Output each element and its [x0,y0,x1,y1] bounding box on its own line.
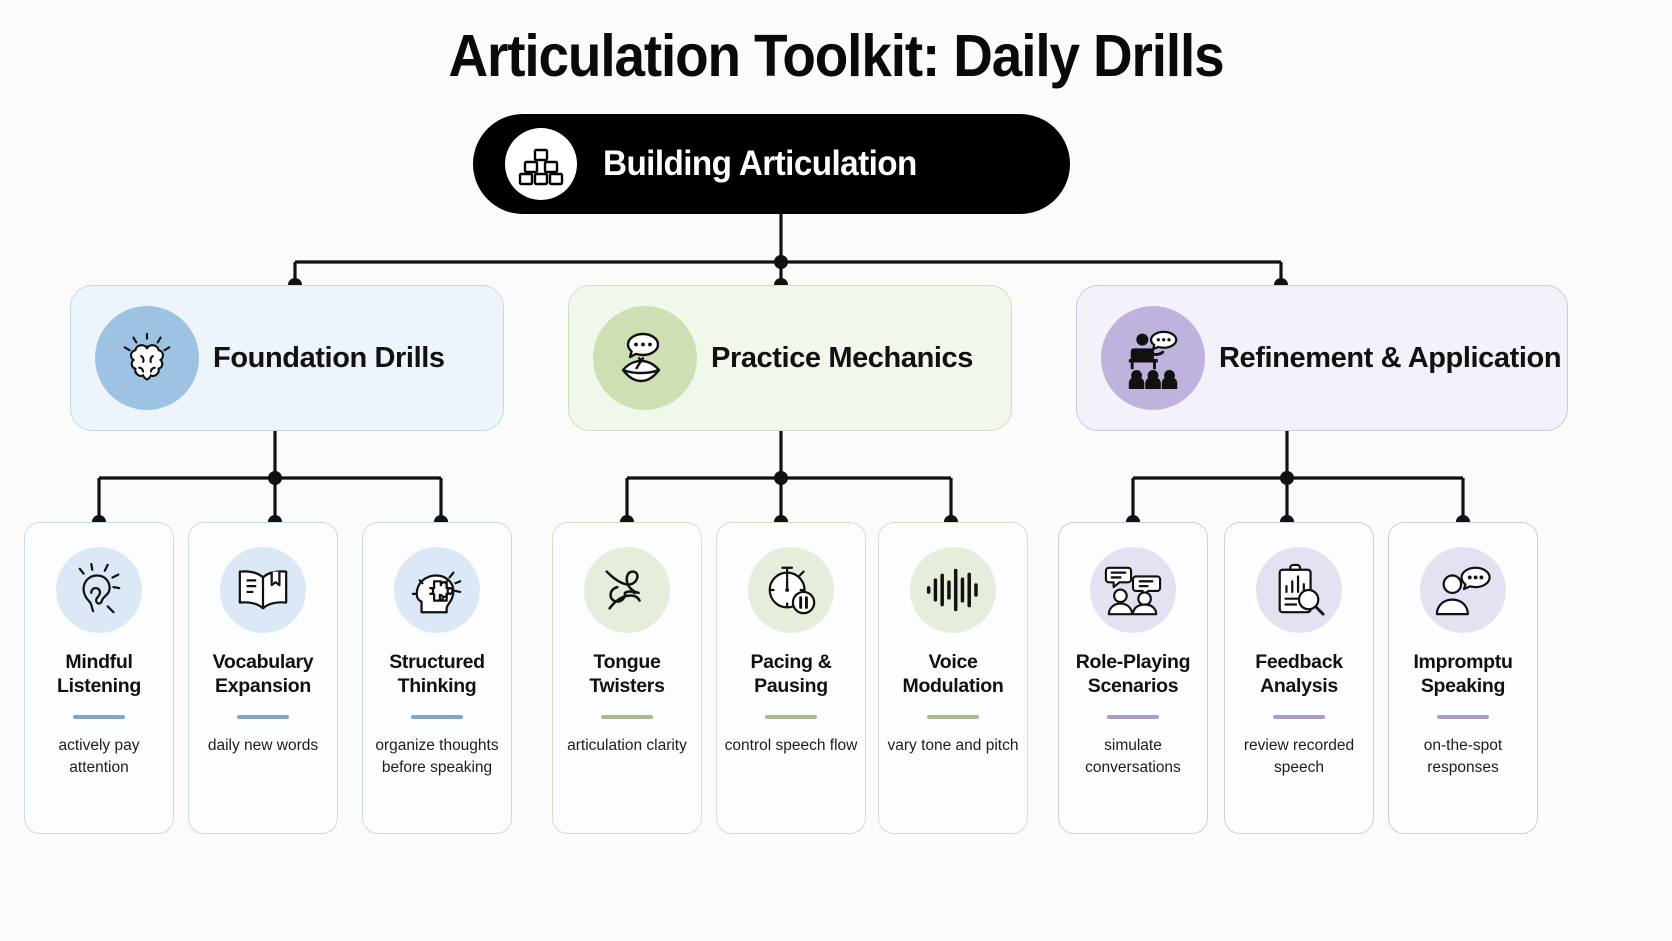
leaf-description: daily new words [207,736,319,754]
leaf-card-mindful-listening[interactable]: Mindful Listening actively pay attention [24,522,174,834]
leaf-title: Role-Playing Scenarios [1075,651,1191,697]
person-speech-bubble-icon [1420,547,1506,633]
leaf-title: Voice Modulation [902,651,1004,697]
category-label: Refinement & Application [1219,341,1562,374]
leaf-divider [1437,714,1489,719]
leaf-description: vary tone and pitch [887,736,1019,754]
leaf-title: Vocabulary Expansion [212,651,314,697]
two-people-chat-icon [1090,547,1176,633]
waveform-icon [910,547,996,633]
leaf-title: Pacing & Pausing [750,651,832,697]
leaf-divider [1107,714,1159,719]
root-node-label: Building Articulation [603,144,917,183]
leaf-title: Feedback Analysis [1255,651,1343,697]
head-puzzle-icon [394,547,480,633]
leaf-description: actively pay attention [58,736,140,777]
category-foundation-drills[interactable]: Foundation Drills [70,285,504,431]
page-title: Articulation Toolkit: Daily Drills [448,23,1224,89]
leaf-card-role-playing-scenarios[interactable]: Role-Playing Scenarios simulate conversa… [1058,522,1208,834]
leaf-title: Tongue Twisters [589,651,665,697]
leaf-description: on-the-spot responses [1423,736,1503,777]
leaf-divider [73,714,125,719]
twisted-knot-icon [584,547,670,633]
presenter-audience-icon [1101,306,1205,410]
lips-speech-bubble-icon [593,306,697,410]
leaf-divider [765,714,817,719]
leaf-title: Structured Thinking [389,651,485,697]
leaf-divider [1273,714,1325,719]
leaf-description: simulate conversations [1085,736,1181,777]
leaf-divider [237,714,289,719]
leaf-divider [601,714,653,719]
leaf-description: articulation clarity [567,736,687,754]
leaf-divider [411,714,463,719]
leaf-card-vocabulary-expansion[interactable]: Vocabulary Expansion daily new words [188,522,338,834]
leaf-title: Mindful Listening [57,651,141,697]
category-label: Foundation Drills [213,341,445,374]
leaf-description: organize thoughts before speaking [375,736,499,777]
category-practice-mechanics[interactable]: Practice Mechanics [568,285,1012,431]
leaf-card-structured-thinking[interactable]: Structured Thinking organize thoughts be… [362,522,512,834]
stopwatch-pause-icon [748,547,834,633]
bricks-stack-icon [505,128,577,200]
root-node[interactable]: Building Articulation [473,114,1070,214]
leaf-description: review recorded speech [1243,736,1355,777]
ear-listening-icon [56,547,142,633]
leaf-description: control speech flow [724,736,858,754]
leaf-card-impromptu-speaking[interactable]: Impromptu Speaking on-the-spot responses [1388,522,1538,834]
clipboard-magnifier-icon [1256,547,1342,633]
leaf-card-voice-modulation[interactable]: Voice Modulation vary tone and pitch [878,522,1028,834]
leaf-title: Impromptu Speaking [1413,651,1513,697]
leaf-divider [927,714,979,719]
open-book-icon [220,547,306,633]
brain-icon [95,306,199,410]
leaf-card-feedback-analysis[interactable]: Feedback Analysis review recorded speech [1224,522,1374,834]
leaf-card-tongue-twisters[interactable]: Tongue Twisters articulation clarity [552,522,702,834]
category-label: Practice Mechanics [711,341,973,374]
leaf-card-pacing-pausing[interactable]: Pacing & Pausing control speech flow [716,522,866,834]
category-refinement-application[interactable]: Refinement & Application [1076,285,1568,431]
